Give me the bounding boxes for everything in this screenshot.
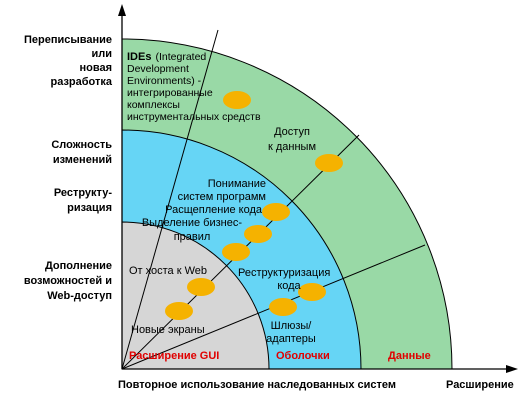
ellipse-ides <box>223 91 251 109</box>
y-label-rewrite: Переписывание или новая разработка <box>24 34 113 88</box>
ellipse-code-split <box>262 203 290 221</box>
label-new-screens: Новые экраны <box>131 324 205 336</box>
category-data: Данные <box>388 350 431 362</box>
ellipse-business-rules <box>244 225 272 243</box>
y-label-rewrite-line: Переписывание <box>24 34 112 46</box>
label-understanding-line: Понимание <box>208 178 266 190</box>
label-ides: IDEs (Integrated Development Environments… <box>127 51 261 123</box>
label-business-rules: Выделение бизнес- правил <box>142 217 243 243</box>
y-axis-arrow-icon <box>118 4 126 16</box>
y-label-rewrite-line: новая <box>79 62 112 74</box>
ellipse-restructuring-code <box>222 243 250 261</box>
category-gui: Расширение GUI <box>129 350 219 362</box>
label-business-rules-line: Выделение бизнес- <box>142 217 243 229</box>
y-label-complexity-line: Сложность <box>51 139 112 151</box>
label-understanding-line: систем программ <box>178 191 266 203</box>
ellipse-gateways <box>298 283 326 301</box>
x-axis-label: Повторное использование наследованных си… <box>118 379 396 391</box>
label-code-split: Расщепление кода <box>165 204 263 216</box>
label-restructuring-code-line: Реструктуризация <box>238 267 330 279</box>
x-axis-arrow-icon <box>506 365 518 373</box>
label-ides-line: Development <box>127 63 189 75</box>
y-label-restructuring: Реструкту- ризация <box>54 187 113 214</box>
y-label-addition: Дополнение возможностей и Web-доступ <box>24 260 112 302</box>
x-axis-end-label: Расширение <box>446 379 514 391</box>
ellipse-new-screens <box>165 302 193 320</box>
label-data-access-line: Доступ <box>274 126 310 138</box>
label-gateways-line: Шлюзы/ <box>271 320 313 332</box>
label-ides-line: комплексы <box>127 99 180 111</box>
y-label-complexity-line: изменений <box>53 154 112 166</box>
ellipse-host-to-web <box>187 278 215 296</box>
y-label-rewrite-line: или <box>91 48 112 60</box>
y-label-addition-line: возможностей и <box>24 275 112 287</box>
ray-steep <box>121 29 219 370</box>
label-understanding: Понимание систем программ <box>178 178 266 203</box>
y-label-addition-line: Web-доступ <box>47 290 112 302</box>
ellipse-shells-lower <box>269 298 297 316</box>
label-business-rules-line: правил <box>174 231 211 243</box>
label-ides-title: IDEs <box>127 51 151 63</box>
label-ides-line: инструментальных средств <box>127 111 261 123</box>
y-label-rewrite-line: разработка <box>50 76 112 88</box>
y-label-complexity: Сложность изменений <box>51 139 112 166</box>
label-gateways-line: адаптеры <box>266 333 316 345</box>
label-data-access-line: к данным <box>268 141 316 153</box>
label-host-to-web: От хоста к Web <box>129 265 207 277</box>
category-shells: Оболочки <box>276 350 330 362</box>
label-ides-line: Environments) - <box>127 75 202 87</box>
label-data-access: Доступ к данным <box>268 126 316 153</box>
y-label-restructuring-line: Реструкту- <box>54 187 113 199</box>
label-ides-line: интегрированные <box>127 87 213 99</box>
label-gateways: Шлюзы/ адаптеры <box>266 320 316 345</box>
y-label-addition-line: Дополнение <box>45 260 112 272</box>
label-restructuring-code-line: кода <box>277 280 301 292</box>
label-ides-line: (Integrated <box>155 51 206 63</box>
ellipse-data-access <box>315 154 343 172</box>
y-label-restructuring-line: ризация <box>67 202 112 214</box>
label-restructuring-code: Реструктуризация кода <box>238 267 330 292</box>
svg-text:IDEs(Integrated: IDEs (Integrated <box>127 51 206 63</box>
